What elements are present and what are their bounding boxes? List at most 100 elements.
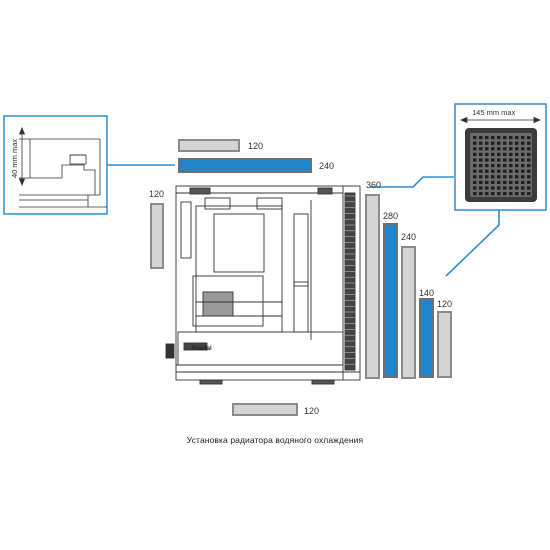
- bottom-radiator-120-label: 120: [304, 406, 320, 416]
- fan-mesh-hole: [503, 158, 507, 162]
- fan-mesh-hole: [497, 158, 501, 162]
- fan-mesh-hole: [515, 180, 519, 184]
- fan-mesh-hole: [503, 136, 507, 140]
- fan-mesh-hole: [485, 186, 489, 190]
- front-radiator-240-label: 240: [401, 232, 417, 242]
- fan-mesh-hole: [479, 141, 483, 145]
- fan-mesh-hole: [485, 180, 489, 184]
- fan-mesh-hole: [485, 158, 489, 162]
- front-radiator-280: [383, 223, 398, 378]
- fan-mesh-hole: [509, 192, 513, 196]
- fan-mesh-hole: [509, 136, 513, 140]
- fan-mesh-hole: [497, 186, 501, 190]
- fan-mesh-hole: [503, 180, 507, 184]
- fan-mesh-hole: [509, 147, 513, 151]
- fan-mesh-hole: [491, 192, 495, 196]
- fan-mesh-hole: [503, 186, 507, 190]
- front-radiator-280-label: 280: [383, 211, 399, 221]
- fan-mesh-hole: [527, 180, 531, 184]
- fan-mesh-hole: [521, 175, 525, 179]
- fan-mesh-hole: [503, 164, 507, 168]
- clearance-inset-frame: [3, 115, 108, 215]
- fan-mesh-hole: [491, 169, 495, 173]
- fan-mesh-hole: [479, 147, 483, 151]
- front-radiator-120: [437, 311, 452, 378]
- fan-mesh-hole: [497, 180, 501, 184]
- fan-mesh-hole: [497, 192, 501, 196]
- fan-mesh-hole: [479, 158, 483, 162]
- fan-mesh-hole: [509, 169, 513, 173]
- bottom-radiator-120: [232, 403, 298, 416]
- front-radiator-120-label: 120: [437, 299, 453, 309]
- fan-mesh-hole: [485, 169, 489, 173]
- fan-mesh-hole: [521, 186, 525, 190]
- fan-mesh-hole: [491, 152, 495, 156]
- fan-mesh-hole: [527, 158, 531, 162]
- fan-mesh-hole: [485, 141, 489, 145]
- fan-mesh-hole: [527, 141, 531, 145]
- fan-mesh-hole: [527, 136, 531, 140]
- fan-mesh-hole: [491, 186, 495, 190]
- clearance-inset-drawing: [19, 138, 107, 208]
- case-vents: [345, 195, 355, 365]
- fan-mesh-hole: [515, 152, 519, 156]
- front-radiator-360-label: 360: [366, 180, 382, 190]
- connector-lines: [107, 164, 500, 277]
- fan-mesh-hole: [473, 180, 477, 184]
- fan-mesh-hole: [515, 147, 519, 151]
- front-radiator-140: [419, 298, 434, 378]
- fan-mesh-hole: [473, 147, 477, 151]
- fan-mesh-hole: [491, 141, 495, 145]
- fan-mesh-hole: [491, 180, 495, 184]
- fan-mesh-hole: [479, 136, 483, 140]
- front-radiator-360: [365, 194, 380, 379]
- fan-mesh-hole: [485, 152, 489, 156]
- fan-mesh-hole: [473, 175, 477, 179]
- fan-mesh-hole: [527, 186, 531, 190]
- top-radiator-120: [178, 139, 240, 152]
- fan-mesh-hole: [497, 141, 501, 145]
- fan-mesh-hole: [491, 175, 495, 179]
- fan-mesh-hole: [479, 180, 483, 184]
- fan-mesh-hole: [521, 180, 525, 184]
- fan-mesh-hole: [491, 158, 495, 162]
- fan-mesh-hole: [491, 164, 495, 168]
- fan-mesh-hole: [521, 136, 525, 140]
- fan-mesh-hole: [473, 164, 477, 168]
- fan-size-label: 145 mm max: [472, 108, 516, 117]
- fan-mesh-hole: [497, 169, 501, 173]
- fan-mesh-hole: [527, 169, 531, 173]
- fan-width-arrow: [459, 116, 542, 124]
- fan-mesh-hole: [491, 136, 495, 140]
- fan-mesh-hole: [485, 192, 489, 196]
- fan-mesh-hole: [497, 175, 501, 179]
- diagram-caption: Установка радиатора водяного охлаждения: [186, 435, 364, 445]
- front-radiator-140-label: 140: [419, 288, 435, 298]
- fan-mesh-hole: [473, 158, 477, 162]
- fan-mesh-hole: [497, 164, 501, 168]
- fan-mesh-hole: [485, 147, 489, 151]
- fan-mesh-hole: [515, 158, 519, 162]
- fan-mesh-hole: [521, 164, 525, 168]
- case-brand-logo: Fractal: [192, 346, 212, 352]
- fan-mesh-hole: [527, 164, 531, 168]
- fan-mesh-hole: [515, 136, 519, 140]
- fan-mesh-hole: [527, 152, 531, 156]
- clearance-dimension-arrow: [18, 126, 26, 187]
- case-drawing: [165, 185, 361, 385]
- rear-radiator-120-label: 120: [149, 189, 165, 199]
- fan-mesh-hole: [479, 152, 483, 156]
- fan-mesh-hole: [497, 136, 501, 140]
- fan-mesh-hole: [509, 186, 513, 190]
- top-radiator-240-label: 240: [319, 161, 335, 171]
- fan-mesh-hole: [473, 152, 477, 156]
- fan-mesh-hole: [515, 169, 519, 173]
- fan-mesh-hole: [521, 192, 525, 196]
- fan-mesh-hole: [485, 136, 489, 140]
- fan-mesh-hole: [479, 175, 483, 179]
- fan-mesh-hole: [515, 175, 519, 179]
- rear-radiator-120: [150, 203, 164, 269]
- fan-mesh-hole: [473, 141, 477, 145]
- fan-mesh-hole: [503, 192, 507, 196]
